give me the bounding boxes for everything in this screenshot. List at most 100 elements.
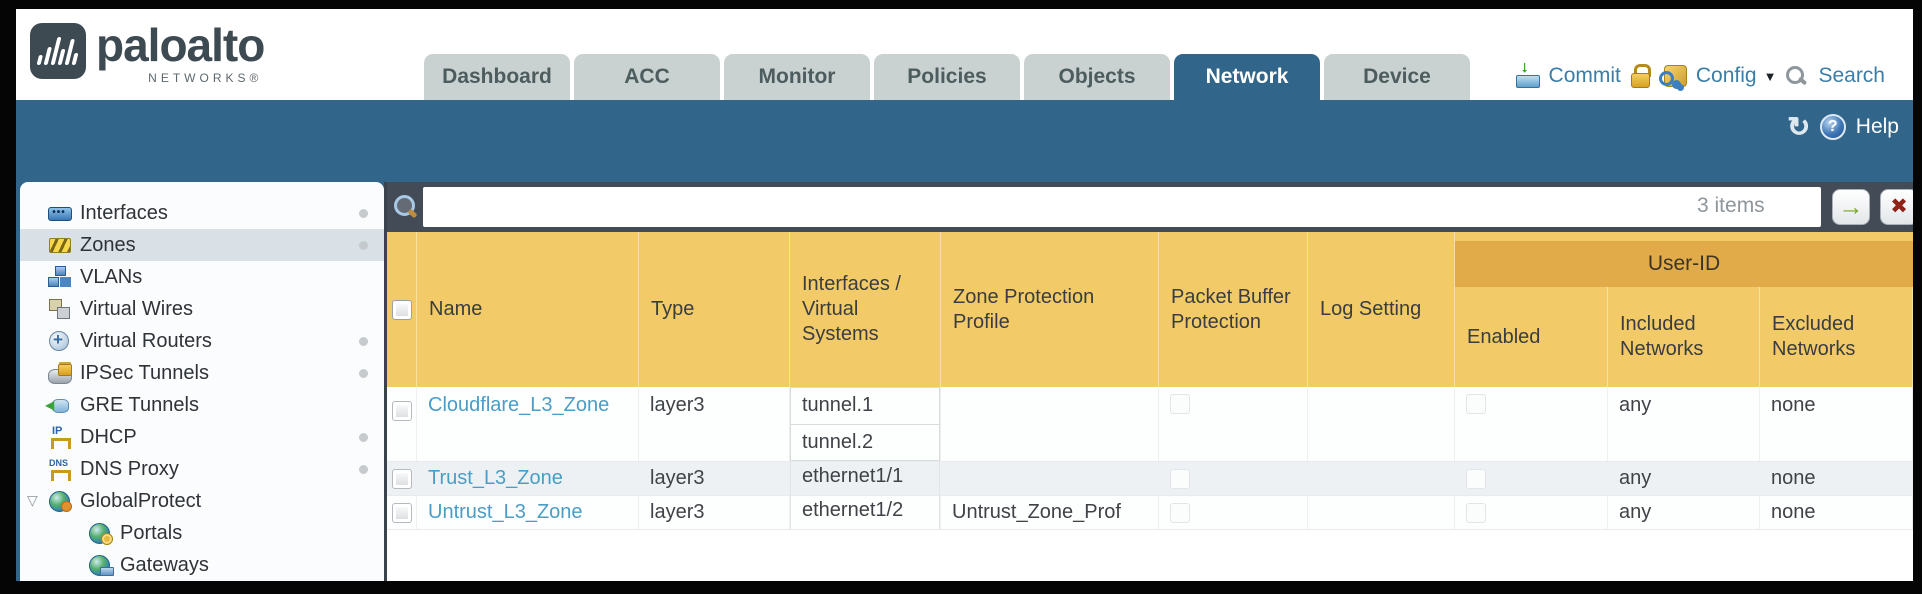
tab-dashboard[interactable]: Dashboard [424, 54, 570, 100]
tab-objects[interactable]: Objects [1024, 54, 1170, 100]
sidebar-item-zones[interactable]: Zones [20, 229, 384, 261]
interface-entry: ethernet1/2 [790, 496, 940, 529]
item-count: 3 items [1697, 194, 1765, 217]
zone-name-link[interactable]: Untrust_L3_Zone [428, 501, 583, 523]
help-link[interactable]: Help [1855, 115, 1899, 138]
enabled-checkbox[interactable] [1466, 394, 1486, 414]
row-checkbox[interactable] [391, 502, 412, 523]
sidebar-item-label: IPSec Tunnels [80, 361, 209, 384]
interface-entry: tunnel.2 [790, 424, 940, 461]
filter-search-icon [392, 193, 420, 221]
sidebar-item-ipsec-tunnels[interactable]: IPSec Tunnels [20, 357, 384, 389]
sidebar-item-virtual-wires[interactable]: Virtual Wires [20, 293, 384, 325]
zone-name-link[interactable]: Cloudflare_L3_Zone [428, 394, 610, 416]
ipsec-tunnels-icon [48, 362, 72, 384]
zone-name-cell: Untrust_L3_Zone [417, 496, 639, 529]
enabled-checkbox[interactable] [1466, 468, 1486, 489]
sidebar-item-virtual-routers[interactable]: Virtual Routers [20, 325, 384, 357]
sidebar-item-globalprotect[interactable]: GlobalProtect [20, 485, 384, 517]
apply-filter-button[interactable] [1832, 189, 1870, 225]
column-header-interfaces[interactable]: Interfaces / Virtual Systems [790, 232, 941, 387]
commit-button[interactable]: Commit [1548, 64, 1621, 87]
log-setting-cell [1308, 462, 1455, 495]
sidebar-item-dns-proxy[interactable]: DNS Proxy [20, 453, 384, 485]
gre-tunnels-icon [45, 394, 72, 416]
log-setting-cell [1308, 496, 1455, 529]
sidebar-item-vlans[interactable]: VLANs [20, 261, 384, 293]
clear-filter-button[interactable] [1880, 189, 1913, 225]
row-select-cell [387, 462, 417, 495]
sidebar-item-label: Virtual Wires [80, 297, 193, 320]
packet-buffer-checkbox[interactable] [1170, 502, 1190, 523]
dns-proxy-icon [48, 458, 72, 481]
column-header-excluded-networks[interactable]: Excluded Networks [1760, 287, 1913, 387]
tab-monitor[interactable]: Monitor [724, 54, 870, 100]
row-checkbox[interactable] [391, 468, 412, 489]
search-icon [1785, 64, 1809, 88]
enabled-checkbox[interactable] [1466, 502, 1486, 523]
dhcp-icon [48, 426, 72, 449]
row-checkbox[interactable] [391, 401, 412, 421]
main-panel: 3 items Name Type Interfaces / Virtual S… [384, 182, 1913, 581]
table-row: Cloudflare_L3_Zone layer3 tunnel.1 tunne… [387, 387, 1913, 462]
interface-entry: tunnel.1 [790, 387, 940, 424]
packet-buffer-checkbox[interactable] [1170, 468, 1190, 489]
chevron-down-icon[interactable]: ▼ [1763, 68, 1777, 84]
log-setting-cell [1308, 387, 1455, 461]
table-row: Untrust_L3_Zone layer3 ethernet1/2 Untru… [387, 496, 1913, 530]
packet-buffer-cell [1159, 387, 1308, 461]
config-menu[interactable]: Config [1695, 64, 1757, 87]
filter-bar: 3 items [387, 182, 1913, 232]
zone-protection-cell: Untrust_Zone_Prof [941, 496, 1159, 529]
tab-policies[interactable]: Policies [874, 54, 1020, 100]
interface-entry: ethernet1/1 [790, 462, 940, 495]
zone-name-link[interactable]: Trust_L3_Zone [428, 467, 563, 489]
tab-acc[interactable]: ACC [574, 54, 720, 100]
select-all-checkbox[interactable] [391, 299, 412, 320]
gateways-icon [88, 554, 114, 576]
sidebar: Interfaces Zones VLANs Virtual Wires Vir… [20, 182, 384, 581]
zone-interfaces-cell: ethernet1/1 [790, 462, 941, 495]
virtual-wires-icon [48, 298, 72, 320]
interfaces-icon [48, 202, 72, 224]
refresh-icon[interactable]: ↻ [1787, 112, 1810, 142]
sidebar-item-portals[interactable]: Portals [20, 517, 384, 549]
zone-protection-cell [941, 462, 1159, 495]
logo-subtitle: NETWORKS® [148, 71, 263, 85]
zone-name-cell: Cloudflare_L3_Zone [417, 387, 639, 461]
column-header-log-setting[interactable]: Log Setting [1308, 232, 1455, 387]
packet-buffer-checkbox[interactable] [1170, 394, 1190, 414]
packet-buffer-cell [1159, 462, 1308, 495]
filter-input[interactable] [423, 187, 1821, 227]
paloalto-logo: paloalto NETWORKS® [30, 19, 265, 89]
status-dot [359, 209, 368, 218]
search-button[interactable]: Search [1818, 64, 1885, 87]
vlans-icon [48, 266, 72, 288]
sidebar-item-gateways[interactable]: Gateways [20, 549, 384, 581]
status-dot [359, 337, 368, 346]
sidebar-item-label: Virtual Routers [80, 329, 212, 352]
status-dot [359, 433, 368, 442]
user-id-enabled-cell [1455, 462, 1608, 495]
included-networks-cell: any [1608, 387, 1760, 461]
help-icon[interactable]: ? [1819, 114, 1846, 140]
column-header-name[interactable]: Name [417, 232, 639, 387]
included-networks-cell: any [1608, 496, 1760, 529]
column-header-zone-protection[interactable]: Zone Protection Profile [941, 232, 1159, 387]
page-toolbar: ↻ ? Help [1787, 109, 1899, 145]
column-header-type[interactable]: Type [639, 232, 790, 387]
tab-network[interactable]: Network [1174, 54, 1320, 100]
user-id-enabled-cell [1455, 496, 1608, 529]
zone-name-cell: Trust_L3_Zone [417, 462, 639, 495]
sidebar-item-label: Zones [80, 233, 136, 256]
column-header-included-networks[interactable]: Included Networks [1608, 287, 1760, 387]
lock-icon[interactable] [1630, 63, 1651, 89]
column-header-enabled[interactable]: Enabled [1455, 287, 1608, 387]
logo-wordmark: paloalto [96, 19, 265, 71]
tab-device[interactable]: Device [1324, 54, 1470, 100]
status-dot [359, 241, 368, 250]
column-header-packet-buffer[interactable]: Packet Buffer Protection [1159, 232, 1308, 387]
sidebar-item-interfaces[interactable]: Interfaces [20, 197, 384, 229]
sidebar-item-dhcp[interactable]: DHCP [20, 421, 384, 453]
sidebar-item-gre-tunnels[interactable]: GRE Tunnels [20, 389, 384, 421]
